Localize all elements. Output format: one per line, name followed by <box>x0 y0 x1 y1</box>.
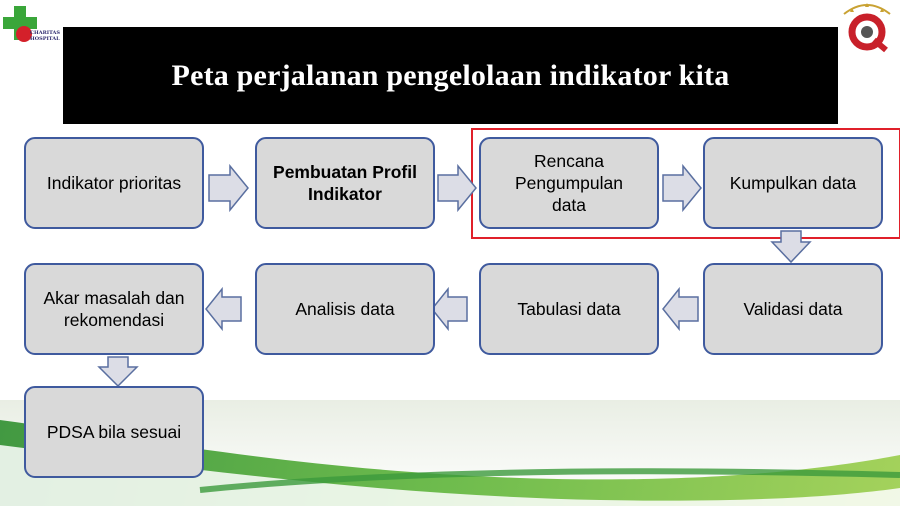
quality-logo <box>838 0 900 56</box>
step-akar-masalah-rekomendasi: Akar masalah dan rekomendasi <box>24 263 204 355</box>
step-label: Rencana Pengumpulan data <box>515 151 623 215</box>
arrow-left-icon <box>205 286 242 332</box>
arrow-right-icon <box>437 163 477 213</box>
step-label: Tabulasi data <box>517 299 621 319</box>
arrow-right-icon <box>208 163 249 213</box>
step-label: Validasi data <box>743 299 843 319</box>
arrow-down-icon <box>97 356 139 388</box>
arrow-right-icon <box>662 163 702 213</box>
step-validasi-data: Validasi data <box>703 263 883 355</box>
step-tabulasi-data: Tabulasi data <box>479 263 659 355</box>
quality-emblem-icon <box>843 3 891 53</box>
step-label: PDSA bila sesuai <box>46 422 182 442</box>
step-analisis-data: Analisis data <box>255 263 435 355</box>
page-title: Peta perjalanan pengelolaan indikator ki… <box>171 58 730 92</box>
step-label: Analisis data <box>295 299 395 319</box>
green-cross-icon <box>3 6 37 42</box>
step-indikator-prioritas: Indikator prioritas <box>24 137 204 229</box>
step-rencana-pengumpulan-data: Rencana Pengumpulan data <box>479 137 659 229</box>
step-kumpulkan-data: Kumpulkan data <box>703 137 883 229</box>
step-label: Pembuatan Profil Indikator <box>273 162 417 204</box>
step-pembuatan-profil-indikator: Pembuatan Profil Indikator <box>255 137 435 229</box>
step-label: Indikator prioritas <box>46 173 182 193</box>
title-bar: Peta perjalanan pengelolaan indikator ki… <box>63 27 838 124</box>
arrow-down-icon <box>770 230 812 264</box>
step-label: Akar masalah dan rekomendasi <box>43 288 185 330</box>
hospital-logo-text: CHARITAS HOSPITAL <box>30 30 61 42</box>
step-label: Kumpulkan data <box>729 173 857 193</box>
step-pdsa-bila-sesuai: PDSA bila sesuai <box>24 386 204 478</box>
arrow-left-icon <box>662 286 699 332</box>
hospital-logo: CHARITAS HOSPITAL <box>0 0 70 56</box>
arrow-left-icon <box>431 286 468 332</box>
